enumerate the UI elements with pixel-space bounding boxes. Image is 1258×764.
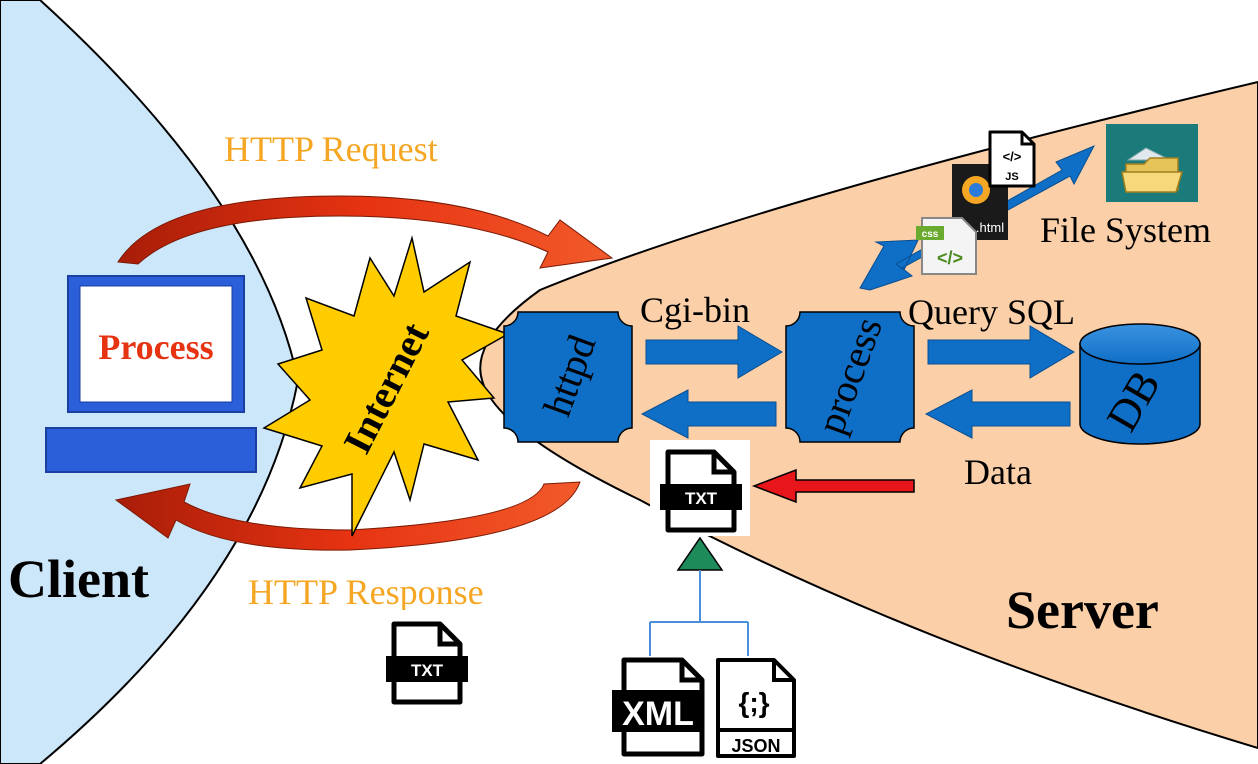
http-response-arrow <box>114 481 581 551</box>
css-file-icon <box>916 217 977 275</box>
cgi-bin-arrow <box>645 325 783 379</box>
js-file-icon <box>988 130 1036 188</box>
database-icon <box>1079 323 1201 445</box>
http-request-label: HTTP Request <box>224 129 438 169</box>
data-arrow <box>924 389 1071 439</box>
response-txt-label: TXT <box>411 661 444 680</box>
client-label: Client <box>8 549 149 609</box>
output-to-txt-arrow <box>751 468 915 504</box>
server-txt-label: TXT <box>685 489 718 508</box>
response-txt-file-icon <box>376 610 476 710</box>
json-symbol: {;} <box>738 687 769 718</box>
httpd-box <box>503 311 633 443</box>
server-process-box <box>785 311 915 443</box>
http-request-arrow <box>117 195 614 269</box>
server-label: Server <box>1006 580 1159 640</box>
js-code-glyph: </> <box>1003 149 1022 164</box>
monitor-icon <box>45 275 257 473</box>
json-label: JSON <box>731 736 780 756</box>
json-file-icon <box>716 658 796 758</box>
xml-file-icon <box>612 657 705 757</box>
js-label: JS <box>1005 171 1018 183</box>
css-code-glyph: </> <box>937 248 963 268</box>
html-label: .html <box>976 220 1004 235</box>
response-to-httpd-arrow <box>640 389 777 439</box>
folder-icon <box>1106 124 1198 202</box>
query-sql-arrow <box>927 325 1075 379</box>
query-sql-label: Query SQL <box>908 292 1075 332</box>
css-label: css <box>922 229 939 240</box>
cgi-bin-label: Cgi-bin <box>640 290 750 330</box>
http-response-label: HTTP Response <box>248 572 484 612</box>
client-process-label: Process <box>98 327 213 367</box>
data-label: Data <box>964 452 1032 492</box>
file-system-arrow <box>859 144 1096 291</box>
txt-file-icon <box>650 440 750 536</box>
format-tree <box>649 536 749 656</box>
file-system-label: File System <box>1040 210 1211 250</box>
xml-label: XML <box>622 695 694 733</box>
